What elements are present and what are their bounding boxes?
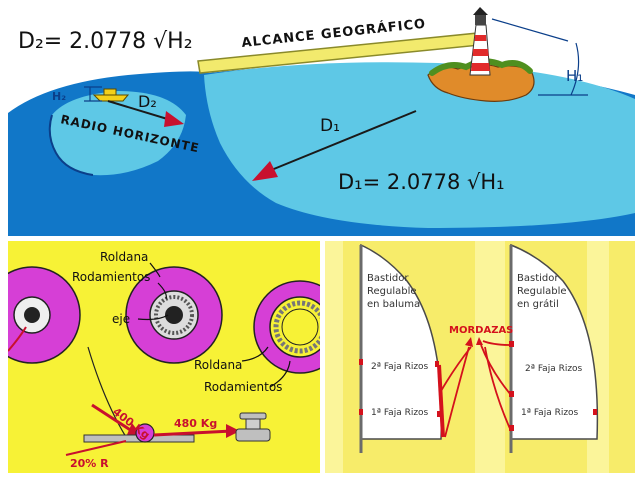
leader-roldana [149, 262, 161, 278]
eje-label: eje [112, 312, 130, 326]
leader-rodamientos-bottom [269, 360, 291, 388]
pulley-panel: Roldana Rodamientos eje Roldana Rodamien… [8, 241, 320, 473]
rodamientos-bottom-label: Rodamientos [204, 380, 282, 394]
geographic-range-panel: H₁ H₂ D₂ D₁ D₂= 2.0778 √H₂ ALCANCE GEOGR… [8, 3, 635, 236]
d1-line [263, 110, 417, 174]
leader-eje [137, 314, 169, 321]
boat-icon [92, 88, 130, 102]
d1-label: D₁ [320, 116, 340, 136]
d2-label: D₂ [138, 92, 157, 111]
pulley-drawing: Roldana Rodamientos eje Roldana Rodamien… [8, 241, 320, 473]
d2-arrowhead [164, 111, 184, 127]
rope-line [87, 346, 127, 438]
horizon-wave-left [49, 91, 186, 176]
reef-points-right [509, 341, 597, 431]
leader-rodamientos [157, 282, 167, 300]
h1-label: H₁ [566, 67, 583, 85]
pulley-wheel-left [8, 266, 81, 364]
rodamientos-top-label: Rodamientos [72, 270, 150, 284]
wave-outline [48, 114, 94, 176]
d1-arrowhead [252, 161, 278, 181]
h2-dimension [84, 86, 102, 102]
faja1-left-label: 1ª Faja Rizos [371, 408, 429, 418]
pulley-wheel-right [253, 280, 320, 374]
load-480-label: 480 Kg [174, 417, 217, 430]
roldana-bottom-label: Roldana [194, 358, 242, 372]
lighthouse-icon [469, 7, 491, 76]
horizon-wave-right [204, 62, 635, 229]
load-arrow-480 [153, 429, 233, 437]
faja1-right-label: 1ª Faja Rizos [521, 408, 579, 418]
formula-d1: D₁= 2.0778 √H₁ [338, 170, 505, 194]
formula-d2: D₂= 2.0778 √H₂ [18, 29, 193, 54]
left-leech-reinforcement [437, 364, 445, 438]
d2-line [107, 100, 175, 122]
faja2-right-label: 2ª Faja Rizos [525, 364, 583, 374]
mordazas-label: MORDAZAS [449, 325, 513, 336]
friction-label: 20% R [70, 457, 109, 470]
winch-icon [235, 412, 271, 442]
roldana-top-label: Roldana [100, 250, 148, 264]
pointer-arrow [8, 326, 27, 352]
h2-label: H₂ [52, 90, 66, 103]
faja2-left-label: 2ª Faja Rizos [371, 362, 429, 372]
geographic-range-drawing: H₁ H₂ D₂ D₁ D₂= 2.0778 √H₂ ALCANCE GEOGR… [8, 3, 635, 236]
right-sail [510, 243, 599, 440]
h1-dimension [491, 18, 588, 96]
leader-roldana-bottom [241, 346, 269, 362]
reef-points-left [359, 359, 441, 417]
mordazas-arrows [440, 340, 512, 438]
friction-arrow [65, 440, 127, 456]
pulley-wheel-middle [125, 266, 223, 364]
small-pulley [135, 423, 155, 443]
